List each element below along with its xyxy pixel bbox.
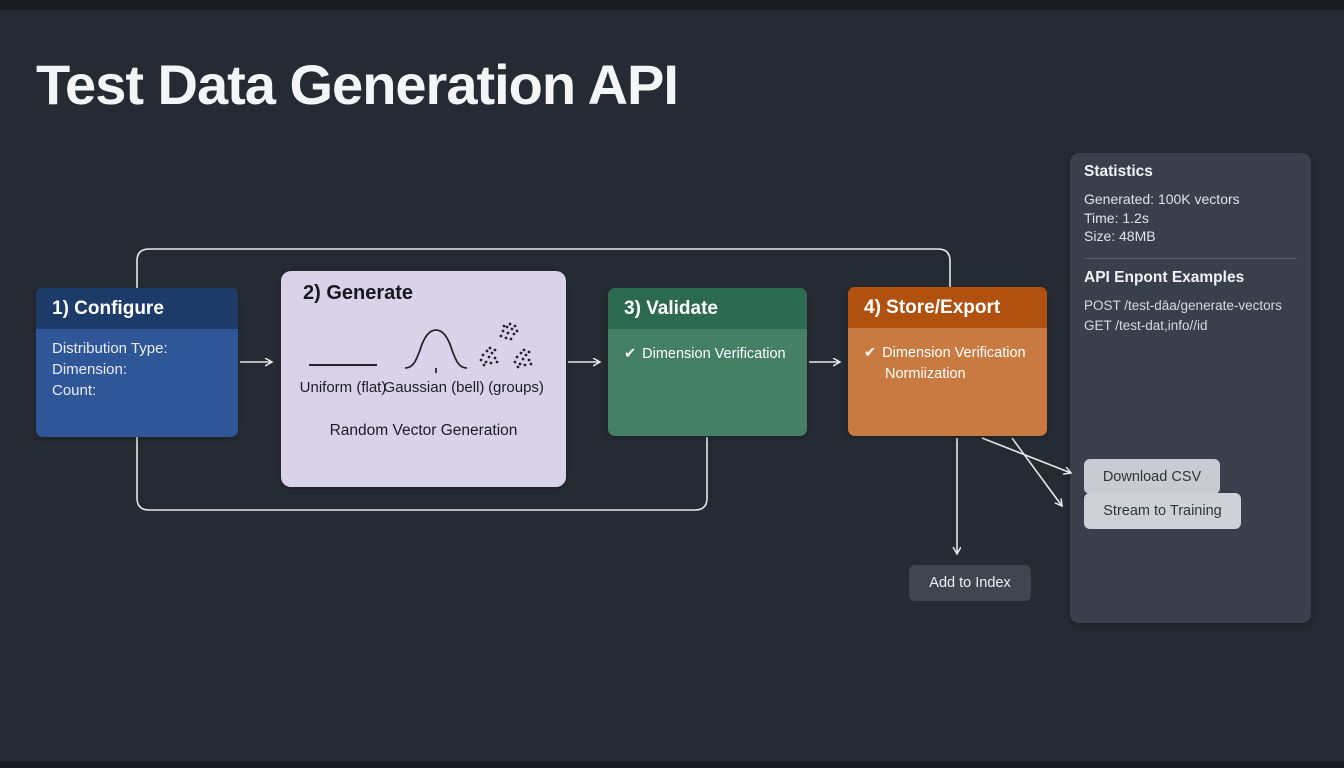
cluster-groups-icon xyxy=(479,322,533,369)
stat-time: Time: 1.2s xyxy=(1084,209,1149,226)
generate-caption: Random Vector Generation xyxy=(329,422,518,439)
gaussian-bell-curve-icon xyxy=(404,329,468,373)
store-check-item: Dimension Verification xyxy=(882,345,1026,361)
gaussian-label: Gaussian (bell) xyxy=(383,379,485,396)
uniform-distribution-icon xyxy=(309,364,377,366)
step-store-export-title: 4) Store/Export xyxy=(848,287,1047,328)
step-validate-box: 3) Validate ✔ Dimension Verification xyxy=(608,288,807,436)
endpoint-get: GET /test-dat,info//id xyxy=(1084,317,1208,333)
stream-to-training-button[interactable]: Stream to Training xyxy=(1084,493,1241,529)
api-examples-heading: API Enpont Examples xyxy=(1084,268,1245,286)
step-generate-title: 2) Generate xyxy=(303,282,414,304)
arrow-store-to-stream-training xyxy=(1011,437,1062,506)
step-configure-box: 1) Configure Distribution Type: Dimensio… xyxy=(36,288,238,437)
page-title: Test Data Generation API xyxy=(36,53,679,116)
step-generate-box: 2) Generate Uniform (flat) Gaussian (bel… xyxy=(281,271,566,487)
configure-field-count: Count: xyxy=(52,382,97,399)
uniform-label: Uniform (flat) xyxy=(299,379,387,396)
validate-check-item: Dimension Verification xyxy=(642,346,786,362)
step-configure-title: 1) Configure xyxy=(36,288,238,329)
check-icon: ✔ xyxy=(624,346,637,362)
groups-label: (groups) xyxy=(488,379,544,396)
bottom-letterbox-strip xyxy=(0,761,1344,768)
endpoint-post: POST /test-dāa/generate-vectors xyxy=(1084,297,1282,313)
arrow-store-to-download-csv xyxy=(981,437,1071,473)
step-validate-title: 3) Validate xyxy=(608,288,807,329)
configure-field-dimension: Dimension: xyxy=(52,361,128,378)
download-csv-button[interactable]: Download CSV xyxy=(1084,459,1220,494)
add-to-index-button[interactable]: Add to Index xyxy=(909,565,1031,601)
stat-generated: Generated: 100K vectors xyxy=(1084,191,1240,207)
configure-field-distribution-type: Distribution Type: xyxy=(52,340,168,357)
stat-size: Size: 48MB xyxy=(1084,228,1156,244)
store-second-item: Normiization xyxy=(885,366,966,382)
step-store-export-box: 4) Store/Export ✔Dimension Verification … xyxy=(848,287,1047,436)
panel-divider xyxy=(1084,257,1297,259)
check-icon: ✔ xyxy=(864,345,877,361)
top-letterbox-strip xyxy=(0,0,1344,10)
statistics-panel: Statistics Generated: 100K vectors Time:… xyxy=(1070,153,1311,623)
statistics-heading: Statistics xyxy=(1084,163,1153,180)
